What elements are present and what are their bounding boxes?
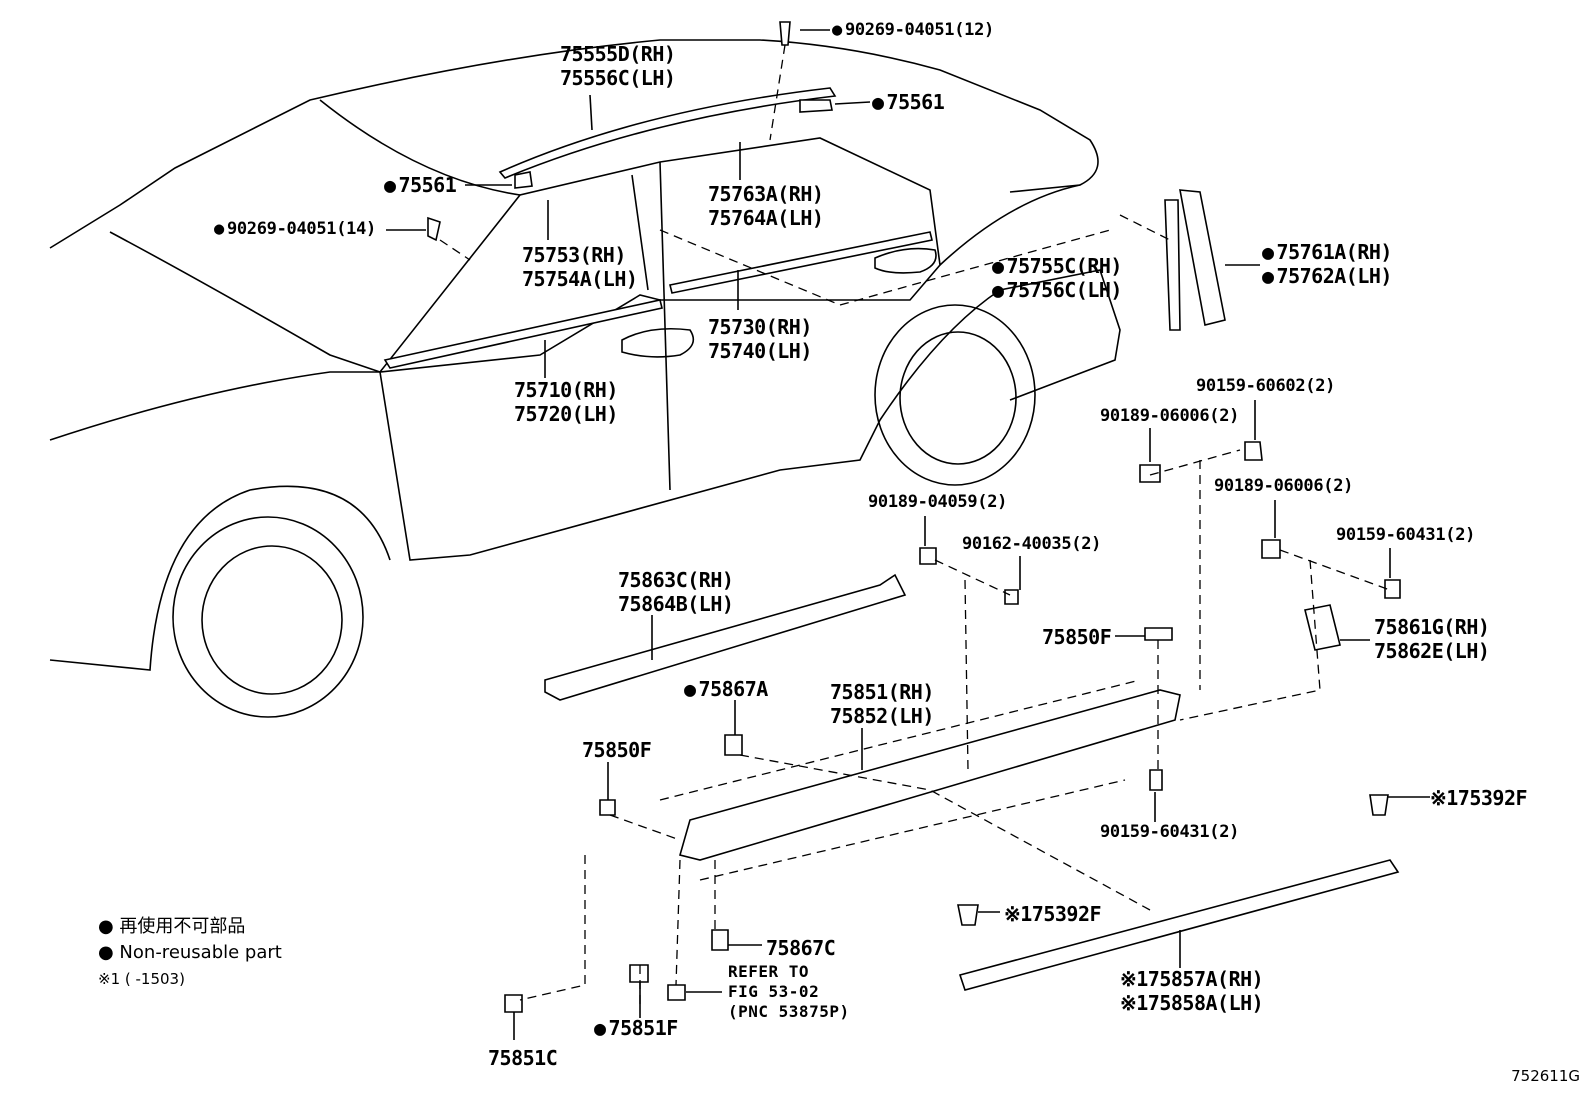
label-refer-to: REFER TO [728,962,810,981]
label-75867C: 75867C [766,936,836,960]
label-75850F-right: 75850F [1042,625,1112,649]
door-handles [621,247,937,358]
label-90189-06006-upper: 90189-06006(2) [1100,406,1240,426]
label-75740-LH: 75740(LH) [708,339,812,363]
label-75761A-RH: 75761A(RH) [1262,240,1392,264]
label-90189-04059: 90189-04059(2) [868,492,1008,512]
garnish-rear [1179,189,1226,326]
label-75392F-left: ※175392F [1004,902,1102,926]
legend-line-japanese: ● 再使用不可部品 [98,916,246,937]
label-75850F-left: 75850F [582,738,652,762]
label-75851F: 75851F [594,1016,678,1040]
label-75764A-LH: 75764A(LH) [708,206,824,230]
label-75862E-LH: 75862E(LH) [1374,639,1490,663]
car-body-outline [49,39,1121,671]
label-75852-LH: 75852(LH) [830,704,934,728]
label-75720-LH: 75720(LH) [514,402,618,426]
label-75561-lower: 75561 [384,173,457,197]
label-75755C-RH: 75755C(RH) [992,254,1122,278]
label-75756C-LH: 75756C(LH) [992,278,1122,302]
label-75762A-LH: 75762A(LH) [1262,264,1392,288]
legend-line-non-reusable: ● Non-reusable part [98,942,282,963]
label-75555D-RH: 75555D(RH) [560,42,676,66]
figure-number: 752611G [1511,1067,1580,1085]
quarter-molding [1164,199,1181,331]
label-75857A-RH: ※175857A(RH) [1120,967,1264,991]
belt-molding-rear [669,231,933,294]
label-75561-upper: 75561 [872,90,945,114]
legend: ● 再使用不可部品 ● Non-reusable part ※1 ( -1503… [98,914,282,992]
label-75710-RH: 75710(RH) [514,378,618,402]
leader-lines [386,29,1430,1040]
label-75863C-RH: 75863C(RH) [618,568,734,592]
label-75556C-LH: 75556C(LH) [560,66,676,90]
label-75861G-RH: 75861G(RH) [1374,615,1490,639]
assembly-lines [439,44,1391,1010]
label-75851C: 75851C [488,1046,558,1070]
label-90159-60602: 90159-60602(2) [1196,376,1336,396]
belt-molding-front [383,299,663,369]
label-75867A: 75867A [684,677,768,701]
label-75754A-LH: 75754A(LH) [522,267,638,291]
label-pnc-53875p: (PNC 53875P) [728,1002,850,1021]
label-90162-40035: 90162-40035(2) [962,534,1102,554]
label-75392F-right: ※175392F [1430,786,1528,810]
label-90269-04051-12: 90269-04051(12) [832,20,994,41]
label-75763A-RH: 75763A(RH) [708,182,824,206]
front-wheel [172,516,364,718]
label-75858A-LH: ※175858A(LH) [1120,991,1264,1015]
label-90269-04051-14: 90269-04051(14) [214,219,376,240]
rocker-lower-strip [958,859,1400,991]
label-90189-06006-lower: 90189-06006(2) [1214,476,1354,496]
fasteners [427,21,1401,1013]
rear-wheel [874,304,1036,486]
legend-line-footnote: ※1 ( -1503) [98,970,185,988]
rocker-panel-main [679,689,1181,861]
rocker-panel-upper [544,573,907,701]
label-75753-RH: 75753(RH) [522,243,626,267]
label-90159-60431-lower: 90159-60431(2) [1100,822,1240,842]
label-75864B-LH: 75864B(LH) [618,592,734,616]
label-fig-53-02: FIG 53-02 [728,982,820,1001]
label-90159-60431-upper: 90159-60431(2) [1336,525,1476,545]
label-75730-RH: 75730(RH) [708,315,812,339]
label-75851-RH: 75851(RH) [830,680,934,704]
roof-molding [498,87,837,179]
